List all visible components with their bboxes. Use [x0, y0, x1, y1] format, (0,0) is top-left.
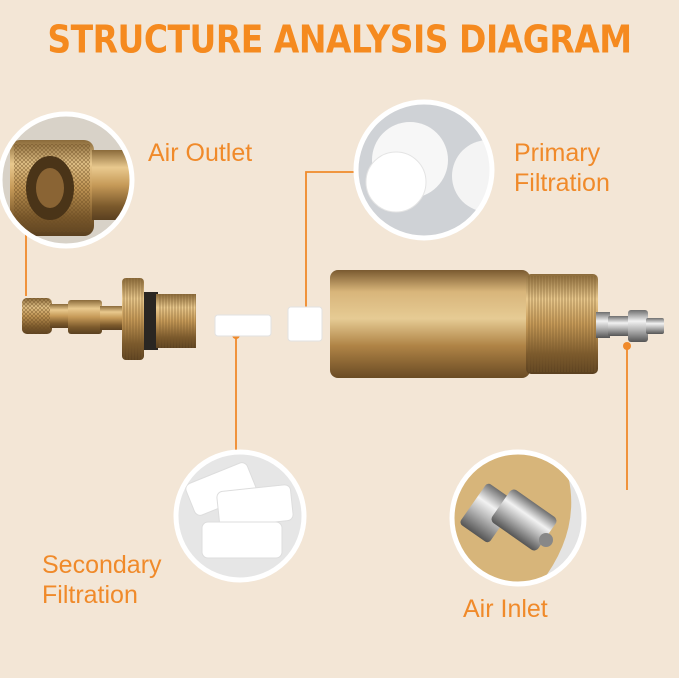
secondary-filtration-label: Secondary Filtration — [42, 550, 162, 610]
primary-filtration-label: Primary Filtration — [514, 138, 610, 198]
air-outlet-text: Air Outlet — [148, 139, 253, 167]
end-cap — [122, 278, 196, 360]
air-inlet-label: Air Inlet — [463, 594, 548, 624]
air-outlet-label: Air Outlet — [148, 138, 252, 168]
air-inlet-closeup — [452, 452, 584, 584]
inlet-nipple — [596, 310, 664, 342]
air-outlet-closeup — [0, 114, 132, 246]
page-title: STRUCTURE ANALYSIS DIAGRAM — [47, 17, 632, 62]
secondary-filtration-line2: Filtration — [42, 581, 138, 609]
outlet-fitting — [22, 298, 124, 334]
secondary-filtration-line1: Secondary — [42, 551, 162, 579]
primary-filter-element — [287, 306, 323, 342]
secondary-filtration-closeup — [176, 452, 304, 580]
leader-lines — [25, 171, 628, 490]
air-inlet-text: Air Inlet — [463, 595, 548, 623]
primary-filtration-line1: Primary — [514, 139, 601, 167]
secondary-filter-element — [214, 314, 272, 337]
leader-primary — [305, 171, 356, 312]
primary-filtration-closeup — [356, 102, 492, 238]
primary-filtration-line2: Filtration — [514, 169, 610, 197]
filter-body — [330, 270, 598, 378]
